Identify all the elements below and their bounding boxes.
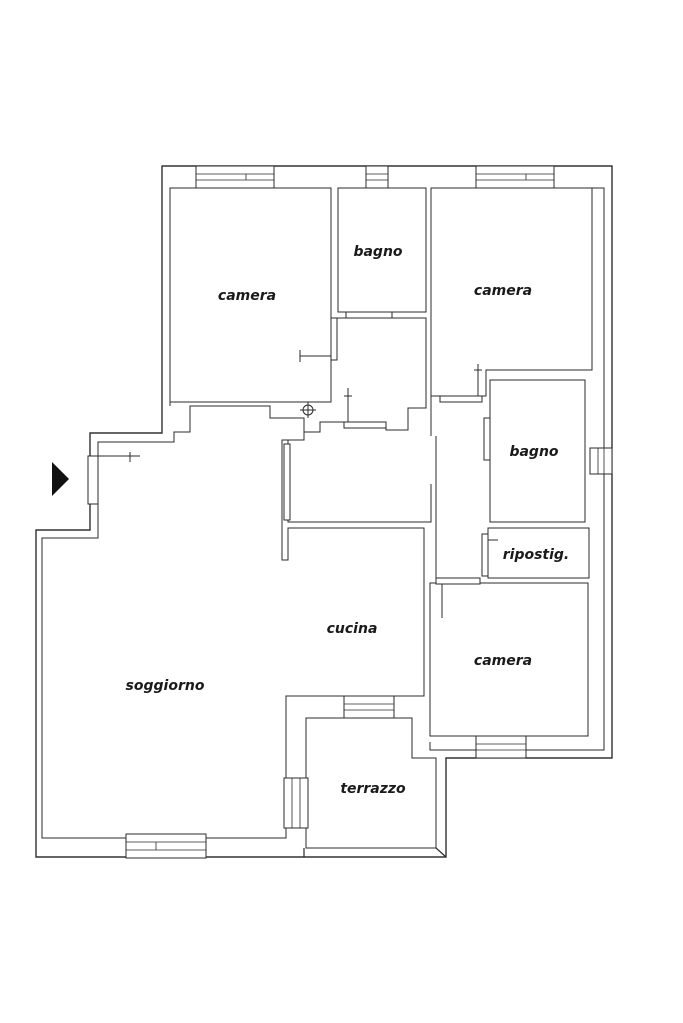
window-soggiorno [125, 833, 207, 859]
window-soggiorno-terrazzo [283, 777, 309, 829]
door-ripostiglio [481, 533, 498, 577]
window-camera-se [475, 735, 527, 759]
door-bagno-n [345, 311, 393, 319]
windows [125, 165, 613, 859]
door-camera-ne [439, 364, 483, 403]
room-label-camera-nw: camera [218, 288, 276, 304]
door-cucina [283, 443, 291, 521]
window-camera-ne [475, 165, 555, 189]
outer-shell [35, 165, 613, 858]
room-labels: camera bagno camera bagno ripostig. cuci… [126, 244, 570, 797]
door-camera-se [435, 577, 481, 618]
window-camera-nw [195, 165, 275, 189]
room-label-camera-ne: camera [474, 283, 532, 299]
room-label-terrazzo: terrazzo [340, 781, 406, 797]
room-label-cucina: cucina [327, 621, 378, 637]
boiler-symbol [300, 402, 316, 418]
entrance-arrow-icon [52, 462, 69, 496]
door-disimpegno [343, 388, 387, 429]
room-label-ripostiglio: ripostig. [503, 547, 570, 563]
room-label-camera-se: camera [474, 653, 532, 669]
room-label-soggiorno: soggiorno [126, 678, 205, 694]
door-camera-nw [299, 317, 338, 362]
door-bagno-e [483, 417, 491, 461]
window-bagno-e [589, 447, 613, 475]
door-entrance [87, 452, 140, 505]
room-label-bagno-e: bagno [509, 444, 558, 460]
window-bagno-n [365, 165, 389, 189]
room-label-bagno-n: bagno [353, 244, 402, 260]
doors [87, 311, 498, 618]
window-cucina-terrazzo [343, 695, 395, 719]
